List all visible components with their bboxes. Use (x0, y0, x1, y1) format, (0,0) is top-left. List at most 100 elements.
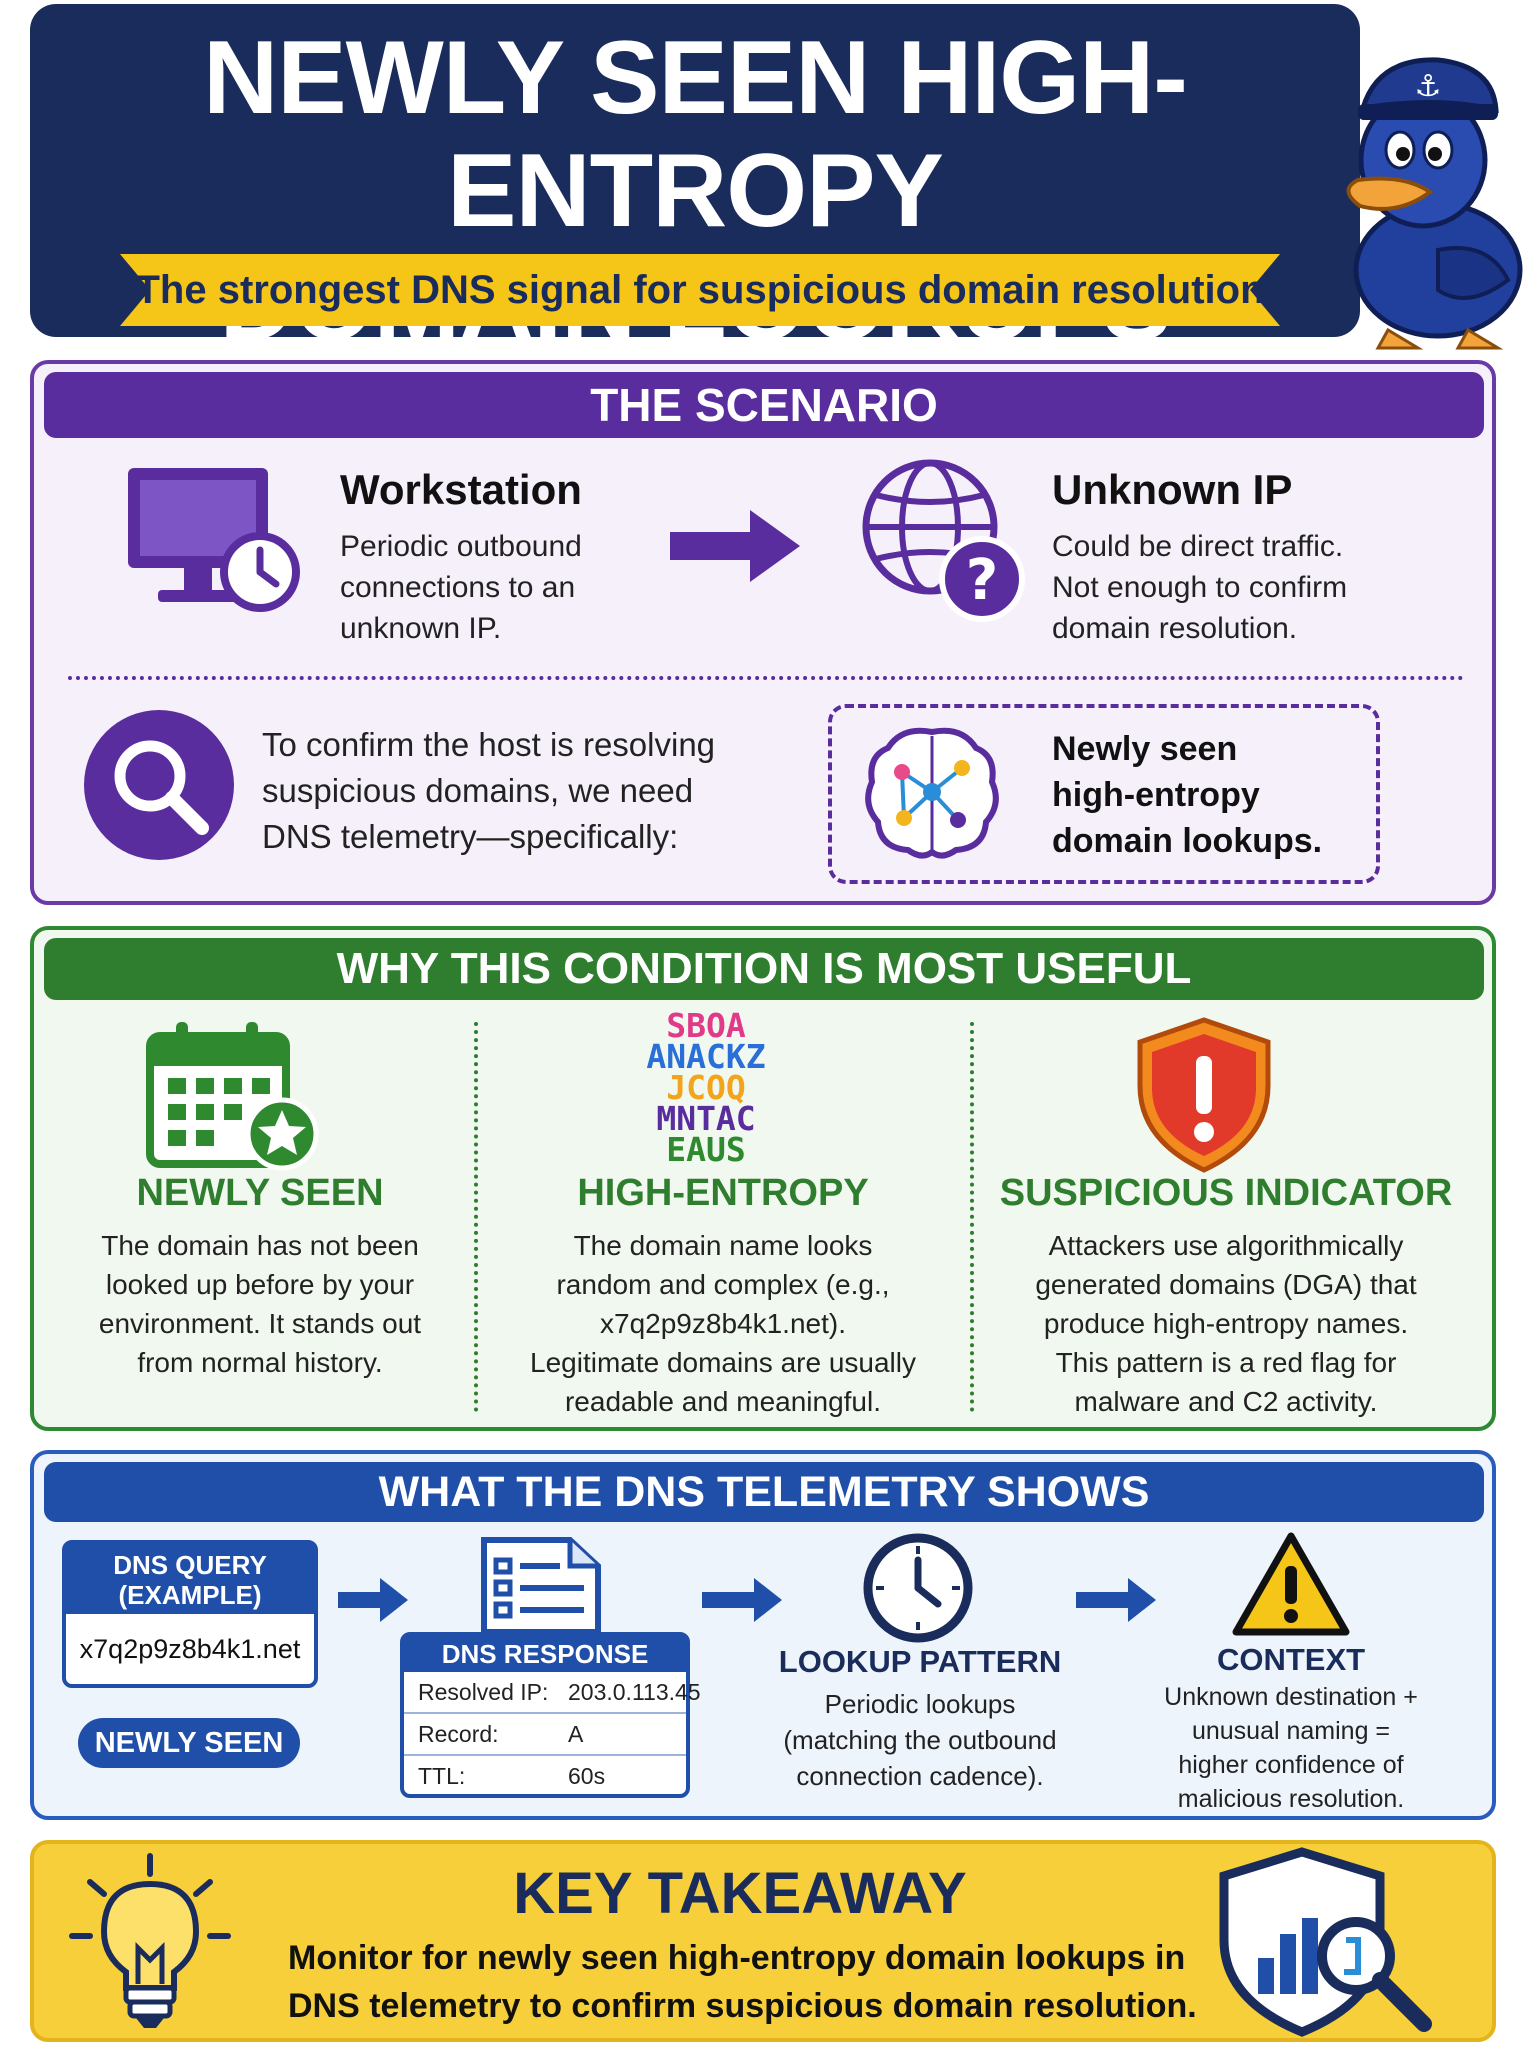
random-letters-icon: SBOA ANACKZ JCOQ MNTAC EAUS (596, 1006, 816, 1169)
calendar-star-icon (146, 1022, 319, 1171)
context-description: Unknown destination + unusual naming = h… (1150, 1680, 1432, 1816)
letters-row: MNTAC (656, 1099, 756, 1138)
context-line: unusual naming = (1191, 1717, 1391, 1745)
high-entropy-description: The domain name looks random and complex… (490, 1226, 956, 1421)
pattern-line: connection cadence). (796, 1761, 1044, 1791)
newly-seen-line: environment. It stands out (98, 1308, 422, 1339)
unknown-ip-line: domain resolution. (1052, 612, 1298, 645)
newly-seen-line: looked up before by your (105, 1269, 415, 1300)
response-key: Resolved IP: (418, 1679, 549, 1705)
letters-row: SBOA (666, 1006, 746, 1045)
magnifier-icon (84, 710, 234, 860)
arrow-right-icon (670, 510, 800, 582)
document-list-icon (481, 1537, 601, 1635)
confirm-line: To confirm the host is resolving (262, 726, 716, 763)
response-value: A (568, 1721, 584, 1747)
shield-chart-magnifier-icon (1219, 1847, 1432, 2037)
scenario-panel (30, 360, 1496, 905)
key-takeaway-text: Monitor for newly seen high-entropy doma… (288, 1934, 1248, 2030)
letters-row: ANACKZ (646, 1037, 766, 1076)
why-panel (30, 926, 1496, 1431)
query-label-line: DNS QUERY (113, 1550, 267, 1580)
unknown-ip-line: Not enough to confirm (1052, 571, 1348, 604)
column-divider (474, 1022, 478, 1412)
workstation-line: Periodic outbound (340, 530, 582, 563)
lookup-pattern-title: LOOKUP PATTERN (778, 1644, 1062, 1679)
suspicious-line: This pattern is a red flag for (1055, 1347, 1397, 1378)
dns-query-card: DNS QUERY (EXAMPLE) x7q2p9z8b4k1.net (62, 1540, 318, 1688)
letters-row: JCOQ (666, 1068, 746, 1107)
query-domain: x7q2p9z8b4k1.net (79, 1634, 301, 1664)
response-value: 60s (568, 1763, 606, 1789)
unknown-ip-description: Could be direct traffic. Not enough to c… (1052, 526, 1347, 649)
suspicious-line: Attackers use algorithmically (1048, 1230, 1404, 1261)
callout-text: Newly seen high-entropy domain lookups. (1052, 726, 1322, 864)
context-line: malicious resolution. (1177, 1785, 1405, 1813)
confirm-text: To confirm the host is resolving suspici… (262, 722, 715, 860)
high-entropy-line: Legitimate domains are usually (530, 1347, 916, 1378)
key-takeaway-title: KEY TAKEAWAY (513, 1861, 967, 1926)
workstation-line: connections to an (340, 571, 576, 604)
svg-text:⚓: ⚓ (1415, 69, 1442, 104)
workstation-line: unknown IP. (340, 612, 502, 645)
suspicious-line: malware and C2 activity. (1074, 1386, 1378, 1417)
warning-triangle-icon (1232, 1532, 1350, 1636)
high-entropy-line: x7q2p9z8b4k1.net). (600, 1308, 846, 1339)
title-line-1: NEWLY SEEN HIGH-ENTROPY (203, 20, 1188, 249)
context-title: CONTEXT (1216, 1642, 1366, 1677)
scenario-heading: THE SCENARIO (44, 372, 1484, 438)
telemetry-heading: WHAT THE DNS TELEMETRY SHOWS (44, 1462, 1484, 1522)
why-heading: WHY THIS CONDITION IS MOST USEFUL (44, 938, 1484, 1000)
response-row: Resolved IP: 203.0.113.45 (404, 1672, 701, 1714)
unknown-ip-title: Unknown IP (1052, 466, 1293, 513)
sailor-duck-icon: ⚓ (1346, 57, 1523, 350)
monitor-clock-icon (128, 468, 300, 612)
confirm-line: suspicious domains, we need (262, 772, 694, 809)
pattern-line: (matching the outbound (783, 1725, 1057, 1755)
dns-query-label: DNS QUERY (EXAMPLE) (66, 1544, 314, 1614)
query-label-line: (EXAMPLE) (118, 1580, 262, 1610)
response-value: 203.0.113.45 (568, 1679, 701, 1705)
arrow-right-icon (1076, 1578, 1156, 1622)
newly-seen-line: The domain has not been (101, 1230, 419, 1261)
column-divider (970, 1022, 974, 1412)
high-entropy-line: The domain name looks (573, 1230, 873, 1261)
dns-response-label: DNS RESPONSE (404, 1636, 686, 1672)
response-row: Record: A (404, 1714, 686, 1756)
letters-row: EAUS (666, 1130, 746, 1169)
response-row: TTL: 60s (404, 1756, 686, 1796)
suspicious-line: produce high-entropy names. (1043, 1308, 1409, 1339)
requirement-callout (828, 704, 1380, 884)
takeaway-line: Monitor for newly seen high-entropy doma… (288, 1939, 1186, 1977)
arrow-right-icon (338, 1578, 408, 1622)
response-key: Record: (418, 1721, 499, 1747)
newly-seen-title: NEWLY SEEN (136, 1172, 384, 1214)
suspicious-line: generated domains (DGA) that (1035, 1269, 1417, 1300)
high-entropy-line: random and complex (e.g., (556, 1269, 890, 1300)
high-entropy-line: readable and meaningful. (564, 1386, 881, 1417)
suspicious-indicator-description: Attackers use algorithmically generated … (986, 1226, 1466, 1421)
workstation-description: Periodic outbound connections to an unkn… (340, 526, 582, 649)
context-line: higher confidence of (1178, 1751, 1404, 1779)
confirm-line: DNS telemetry—specifically: (262, 818, 679, 855)
brain-network-icon (865, 727, 999, 859)
suspicious-indicator-title: SUSPICIOUS INDICATOR (999, 1172, 1453, 1214)
callout-line: Newly seen (1052, 730, 1238, 768)
lightbulb-icon (69, 1853, 231, 2028)
subtitle: The strongest DNS signal for suspicious … (135, 268, 1265, 312)
subtitle-ribbon (120, 254, 1280, 326)
context-line: Unknown destination + (1164, 1683, 1418, 1711)
high-entropy-title: HIGH-ENTROPY (577, 1172, 869, 1214)
lookup-pattern-description: Periodic lookups (matching the outbound … (760, 1686, 1080, 1794)
unknown-ip-line: Could be direct traffic. (1052, 530, 1344, 563)
newly-seen-badge: NEWLY SEEN (78, 1718, 300, 1768)
newly-seen-line: from normal history. (137, 1347, 383, 1378)
divider (68, 676, 1464, 680)
svg-text:?: ? (966, 548, 998, 613)
response-key: TTL: (418, 1763, 466, 1789)
takeaway-line: DNS telemetry to confirm suspicious doma… (288, 1987, 1197, 2025)
pattern-line: Periodic lookups (824, 1689, 1016, 1719)
shield-warning-icon (1137, 1017, 1271, 1173)
workstation-title: Workstation (340, 466, 582, 513)
callout-line: high-entropy (1052, 776, 1260, 814)
